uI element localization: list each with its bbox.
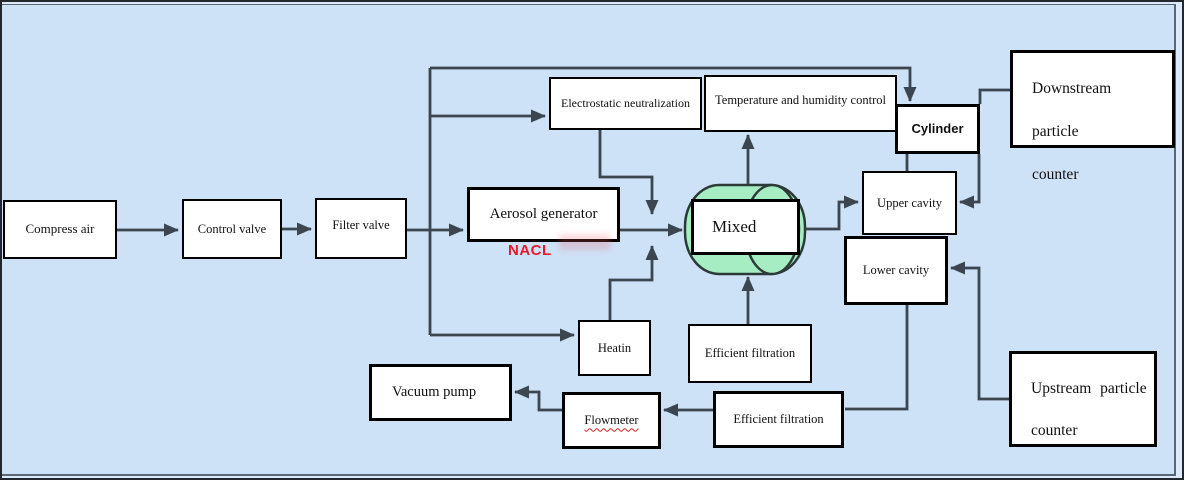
node-upper-cavity: Upper cavity — [862, 171, 957, 235]
node-aerosol-generator-label: Aerosol generator — [489, 205, 598, 222]
node-downstream-particle-counter: Downstream particle counter — [1010, 50, 1175, 183]
node-lower-cavity-label: Lower cavity — [862, 263, 930, 278]
edge-cylinder-to-upper-right — [959, 154, 981, 209]
node-vacuum-pump: Vacuum pump — [369, 364, 512, 421]
node-efficient-filtration-exhaust: Efficient filtration — [713, 391, 844, 448]
edge-electrostatic-to-junction — [598, 130, 659, 215]
nacl-annotation: NACL — [508, 242, 552, 259]
node-filter-valve: Filter valve — [315, 198, 407, 259]
node-upstream-particle-counter: Upstream particle counter — [1009, 351, 1157, 447]
edge-branch-to-cylinder — [430, 66, 917, 102]
edge-mixed-to-upper-cavity — [804, 195, 859, 231]
node-efficient-filtration-supply: Efficient filtration — [688, 324, 812, 383]
downstream-counter-line1: Downstream particle — [1032, 80, 1112, 140]
node-electrostatic-label: Electrostatic neutralization — [561, 95, 690, 110]
node-heatin: Heatin — [578, 320, 651, 376]
edge-flowmeter-to-vacuum — [514, 385, 562, 412]
node-cylinder-label: Cylinder — [911, 120, 964, 136]
node-efficient-filtration-exhaust-label: Efficient filtration — [733, 412, 824, 427]
nacl-smudge-artifact — [559, 234, 611, 250]
node-electrostatic-neutralization: Electrostatic neutralization — [549, 77, 702, 130]
node-mixed-label: Mixed — [712, 217, 757, 237]
node-upper-cavity-label: Upper cavity — [877, 195, 942, 210]
node-control-valve: Control valve — [182, 199, 282, 259]
node-flowmeter-label: Flowmeter — [584, 413, 639, 428]
node-flowmeter: Flowmeter — [562, 392, 661, 449]
node-compress-air: Compress air — [3, 200, 117, 259]
upstream-counter-line1: Upstream particle — [1031, 380, 1147, 397]
node-mixed: Mixed — [691, 199, 800, 255]
edge-upstream-to-lower-cavity — [950, 261, 1009, 401]
node-vacuum-pump-label: Vacuum pump — [392, 384, 477, 401]
upstream-counter-line2: counter — [1031, 422, 1078, 439]
node-lower-cavity: Lower cavity — [844, 236, 948, 305]
node-cylinder: Cylinder — [895, 104, 980, 154]
node-heatin-label: Heatin — [597, 340, 632, 355]
node-temperature-humidity-label: Temperature and humidity control — [715, 93, 886, 107]
node-aerosol-generator: Aerosol generator — [467, 187, 620, 242]
node-efficient-filtration-supply-label: Efficient filtration — [704, 346, 796, 361]
node-control-valve-label: Control valve — [197, 221, 267, 236]
downstream-counter-line2: counter — [1032, 166, 1079, 183]
edge-heatin-to-junction — [608, 245, 659, 320]
node-compress-air-label: Compress air — [25, 221, 95, 237]
node-temperature-humidity-control: Temperature and humidity control — [704, 75, 897, 132]
node-filter-valve-label: Filter valve — [332, 218, 390, 232]
edge-lower-cavity-to-efffilt — [845, 305, 909, 411]
edge-cylinder-to-downstream — [978, 88, 1010, 104]
